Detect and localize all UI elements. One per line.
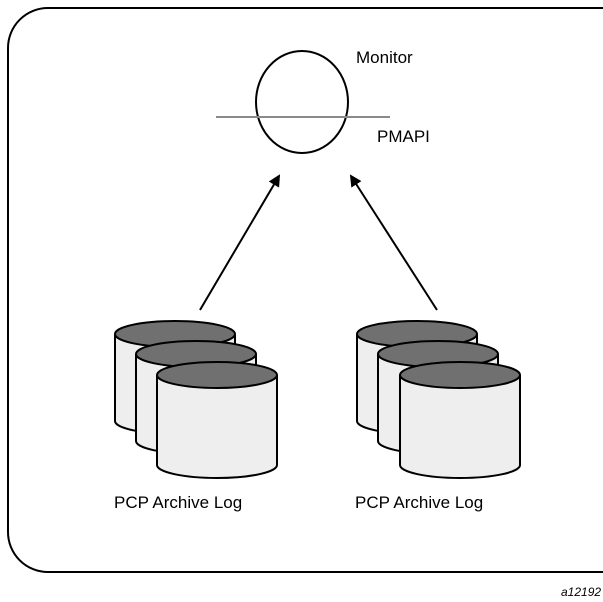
arrow-left — [199, 174, 281, 311]
archive-label-left: PCP Archive Log — [114, 493, 242, 512]
archive-stack-left: PCP Archive Log — [114, 320, 278, 512]
figure-id: a12192 — [561, 585, 601, 599]
monitor-circle — [255, 50, 349, 154]
diagram-frame — [7, 7, 603, 573]
monitor: Monitor PMAPI — [216, 48, 430, 154]
monitor-label: Monitor — [356, 48, 413, 67]
arrow-right — [349, 174, 438, 311]
archive-cylinder — [399, 361, 521, 479]
archive-stack-right: PCP Archive Log — [355, 320, 521, 512]
archive-cylinder — [156, 361, 278, 479]
archive-label-right: PCP Archive Log — [355, 493, 483, 512]
pmapi-label: PMAPI — [377, 127, 430, 146]
